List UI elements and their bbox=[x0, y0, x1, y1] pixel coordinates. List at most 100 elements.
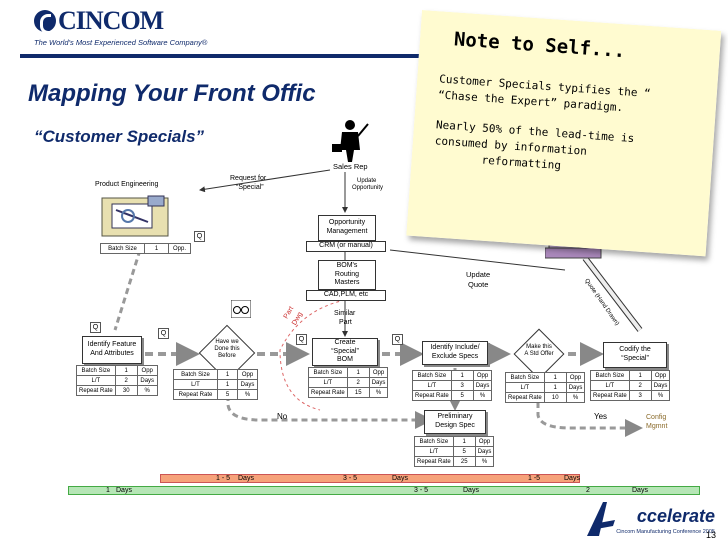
create-line-3: BOM bbox=[337, 356, 353, 364]
accelerate-word: ccelerate bbox=[636, 506, 715, 526]
preliminary-box: Preliminary Design Spec bbox=[424, 410, 486, 434]
cell: Opp bbox=[368, 367, 389, 378]
cell: Days bbox=[472, 380, 493, 391]
cell: 5 bbox=[452, 446, 476, 457]
cell: % bbox=[136, 385, 158, 396]
update-opportunity-label-1: Update bbox=[357, 178, 377, 184]
tl-upper-unit: Days bbox=[238, 475, 254, 482]
have-we-text: Have we Done this Before bbox=[199, 339, 255, 361]
cell: % bbox=[368, 387, 389, 398]
cell: Opp bbox=[237, 369, 258, 380]
config-label-1: Config bbox=[646, 414, 667, 421]
cell: 1 bbox=[452, 436, 476, 447]
no-label: No bbox=[277, 412, 288, 421]
identify-feature-line-1: Identify Feature bbox=[87, 341, 137, 349]
row-label: Batch Size bbox=[308, 367, 348, 378]
row-label: Repeat Rate bbox=[414, 456, 454, 467]
pe-table: Batch Size 1 Opp. bbox=[100, 243, 191, 254]
row-label: Batch Size bbox=[505, 372, 545, 383]
row-label: Repeat Rate bbox=[590, 390, 630, 401]
tl-upper-range: 3 - 5 bbox=[343, 475, 358, 482]
no-loop bbox=[226, 375, 433, 429]
tl-lower-unit: Days bbox=[116, 487, 132, 494]
cell: % bbox=[472, 390, 493, 401]
part-dwg-loop bbox=[279, 299, 346, 411]
cell: Opp bbox=[650, 370, 671, 381]
cell: 2 bbox=[628, 380, 652, 391]
q-marker: Q bbox=[90, 322, 101, 333]
make-std-line-1: Make this bbox=[526, 344, 552, 350]
row-label: Batch Size bbox=[414, 436, 454, 447]
q-marker: Q bbox=[296, 334, 307, 345]
identify-feature-box: Identify Feature And Attributes bbox=[82, 336, 142, 364]
cell: 1 bbox=[628, 370, 652, 381]
row-label: L/T bbox=[76, 375, 116, 386]
cell: 1 bbox=[450, 370, 474, 381]
update-opportunity-label-2: Opportunity bbox=[352, 185, 384, 191]
crm-box: CRM (or manual) bbox=[306, 241, 386, 252]
cell: Opp bbox=[136, 365, 158, 376]
sales-rep-icon bbox=[332, 120, 369, 162]
opportunity-line-1: Opportunity bbox=[328, 219, 366, 227]
timeline-lower-bar bbox=[68, 486, 700, 495]
page-title: Mapping Your Front Offic bbox=[28, 80, 316, 107]
opportunity-line-2: Management bbox=[326, 228, 368, 235]
request-label-2: “Special” bbox=[236, 184, 264, 191]
cell: 3 bbox=[450, 380, 474, 391]
row-label: Repeat Rate bbox=[412, 390, 452, 401]
cell: 25 bbox=[452, 456, 476, 467]
prelim-line-1: Preliminary bbox=[437, 413, 473, 421]
create-bom-box: Create “Special” BOM bbox=[312, 338, 378, 366]
row-label: Repeat Rate bbox=[308, 387, 348, 398]
cincom-logo-icon bbox=[34, 10, 56, 34]
cincom-logo: CINCOM bbox=[34, 6, 164, 36]
accelerate-sub: Cincom Manufacturing Conference 2005 bbox=[616, 529, 715, 535]
bom-line-3: Masters bbox=[334, 279, 360, 287]
similar-label-1: Similar bbox=[334, 310, 356, 317]
cell: 30 bbox=[114, 385, 138, 396]
have-we-line-3: Before bbox=[218, 353, 236, 360]
row-label: Repeat Rate bbox=[173, 389, 218, 400]
prelim-line-2: Design Spec bbox=[435, 422, 475, 429]
tl-lower-range: 3 - 5 bbox=[414, 487, 429, 494]
eng-to-identify bbox=[113, 249, 142, 331]
row-label: L/T bbox=[308, 377, 348, 388]
codify-box: Codify the “Special” bbox=[603, 342, 667, 368]
bom-line-1: BOM's bbox=[336, 261, 358, 269]
cell: 10 bbox=[543, 392, 567, 403]
row-label: L/T bbox=[414, 446, 454, 457]
codify-line-1: Codify the bbox=[619, 346, 651, 354]
tl-lower-range: 2 bbox=[586, 487, 590, 494]
request-flow bbox=[199, 169, 331, 193]
page-number: 13 bbox=[706, 530, 717, 540]
cell: Days bbox=[650, 380, 671, 391]
logo-text: CINCOM bbox=[58, 6, 164, 35]
cell: 5 bbox=[217, 389, 238, 400]
create-line-1: Create bbox=[334, 338, 356, 346]
cell: 1 bbox=[346, 367, 370, 378]
cell: Opp bbox=[474, 436, 495, 447]
product-engineering-label: Product Engineering bbox=[95, 181, 159, 188]
create-line-2: “Special” bbox=[331, 347, 359, 355]
row-label: Repeat Rate bbox=[76, 385, 116, 396]
cell: 5 bbox=[450, 390, 474, 401]
sales-rep-label: Sales Rep bbox=[333, 162, 368, 171]
tl-upper-range: 1 -5 bbox=[528, 475, 541, 482]
row-label: L/T bbox=[505, 382, 545, 393]
tl-lower-range: 1 bbox=[106, 487, 110, 494]
cell: % bbox=[650, 390, 671, 401]
cell: 2 bbox=[346, 377, 370, 388]
request-label-1: Request for bbox=[230, 175, 267, 182]
note-to-self: Note to Self... Customer Specials typifi… bbox=[406, 10, 722, 257]
row-label: Batch Size bbox=[76, 365, 116, 376]
tl-upper-range: 1 - 5 bbox=[216, 475, 231, 482]
bom-line-2: Routing bbox=[334, 270, 360, 278]
tagline: The World's Most Experienced Software Co… bbox=[34, 38, 208, 47]
row-label: L/T bbox=[412, 380, 452, 391]
identify-include-line-2: Exclude Specs bbox=[431, 353, 479, 360]
timeline-upper-bar bbox=[160, 474, 580, 483]
